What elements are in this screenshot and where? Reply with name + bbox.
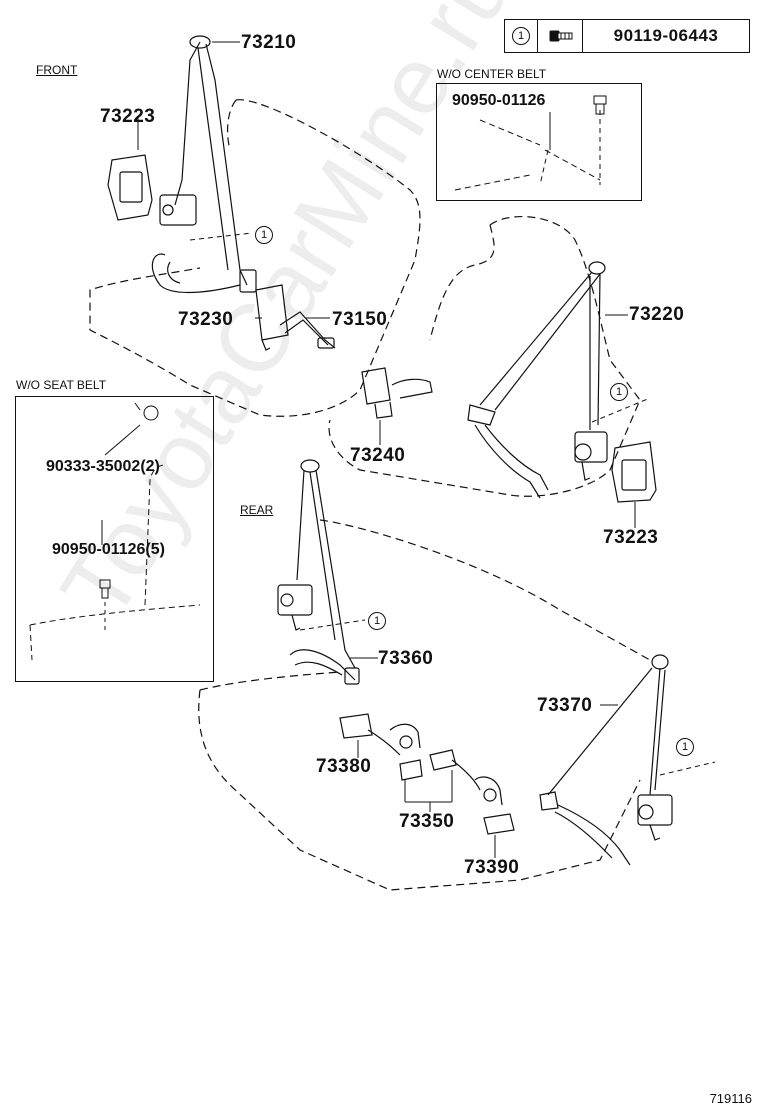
center-belt-73150 bbox=[279, 311, 336, 349]
legend-box: 1 90119-06443 bbox=[504, 19, 750, 53]
rear-center-buckles bbox=[339, 713, 515, 835]
buckle-73230 bbox=[255, 284, 289, 351]
inset-seat-belt-part-a: 90333-35002(2) bbox=[46, 458, 160, 475]
ref-mark-front-left: 1 bbox=[255, 226, 273, 244]
section-front: FRONT bbox=[36, 63, 78, 77]
figure-number: 719116 bbox=[709, 1091, 752, 1106]
callout-73220: 73220 bbox=[629, 304, 685, 325]
front-right-belt bbox=[467, 261, 608, 499]
ref-leaders bbox=[189, 232, 716, 776]
bolt-icon bbox=[549, 30, 573, 42]
inset-wo-center-belt bbox=[436, 83, 642, 201]
inset-seat-belt-part-b: 90950-01126(5) bbox=[52, 541, 165, 558]
callout-73390: 73390 bbox=[464, 857, 520, 878]
retractor-cover-front-right bbox=[611, 441, 657, 503]
ref-mark-rear-right: 1 bbox=[676, 738, 694, 756]
callout-73380: 73380 bbox=[316, 756, 372, 777]
section-wo-center-belt: W/O CENTER BELT bbox=[437, 67, 547, 81]
callout-73370: 73370 bbox=[537, 695, 593, 716]
callout-73210: 73210 bbox=[241, 32, 297, 53]
rear-right-belt bbox=[539, 654, 673, 866]
inset-seat-belt-art bbox=[29, 402, 201, 661]
legend-ref-mark: 1 bbox=[512, 27, 530, 45]
rear-seat-outline bbox=[198, 519, 651, 891]
inset-center-belt-art bbox=[454, 95, 607, 191]
section-rear: REAR bbox=[240, 503, 274, 517]
rear-left-belt bbox=[277, 459, 360, 685]
callout-73350: 73350 bbox=[399, 811, 455, 832]
inset-center-belt-part: 90950-01126 bbox=[452, 92, 546, 109]
legend-part-number: 90119-06443 bbox=[613, 26, 719, 45]
legend-icon-cell bbox=[538, 20, 583, 52]
callout-73223-front-left: 73223 bbox=[100, 106, 156, 127]
ref-mark-front-right: 1 bbox=[610, 383, 628, 401]
front-left-belt bbox=[151, 35, 257, 294]
buckle-73240 bbox=[361, 367, 433, 419]
leader-lines bbox=[101, 41, 636, 858]
callout-73223-front-right: 73223 bbox=[603, 527, 659, 548]
front-seat-outline bbox=[89, 99, 421, 417]
callout-73230: 73230 bbox=[178, 309, 234, 330]
legend-ref-cell: 1 bbox=[505, 20, 538, 52]
inset-wo-seat-belt bbox=[15, 396, 214, 682]
ref-mark-rear-left: 1 bbox=[368, 612, 386, 630]
callout-73240: 73240 bbox=[350, 445, 406, 466]
section-wo-seat-belt: W/O SEAT BELT bbox=[16, 378, 107, 392]
callout-73150: 73150 bbox=[332, 309, 388, 330]
retractor-cover-front-left bbox=[107, 154, 153, 221]
front-right-seat-outline bbox=[328, 215, 641, 497]
callout-73360: 73360 bbox=[378, 648, 434, 669]
